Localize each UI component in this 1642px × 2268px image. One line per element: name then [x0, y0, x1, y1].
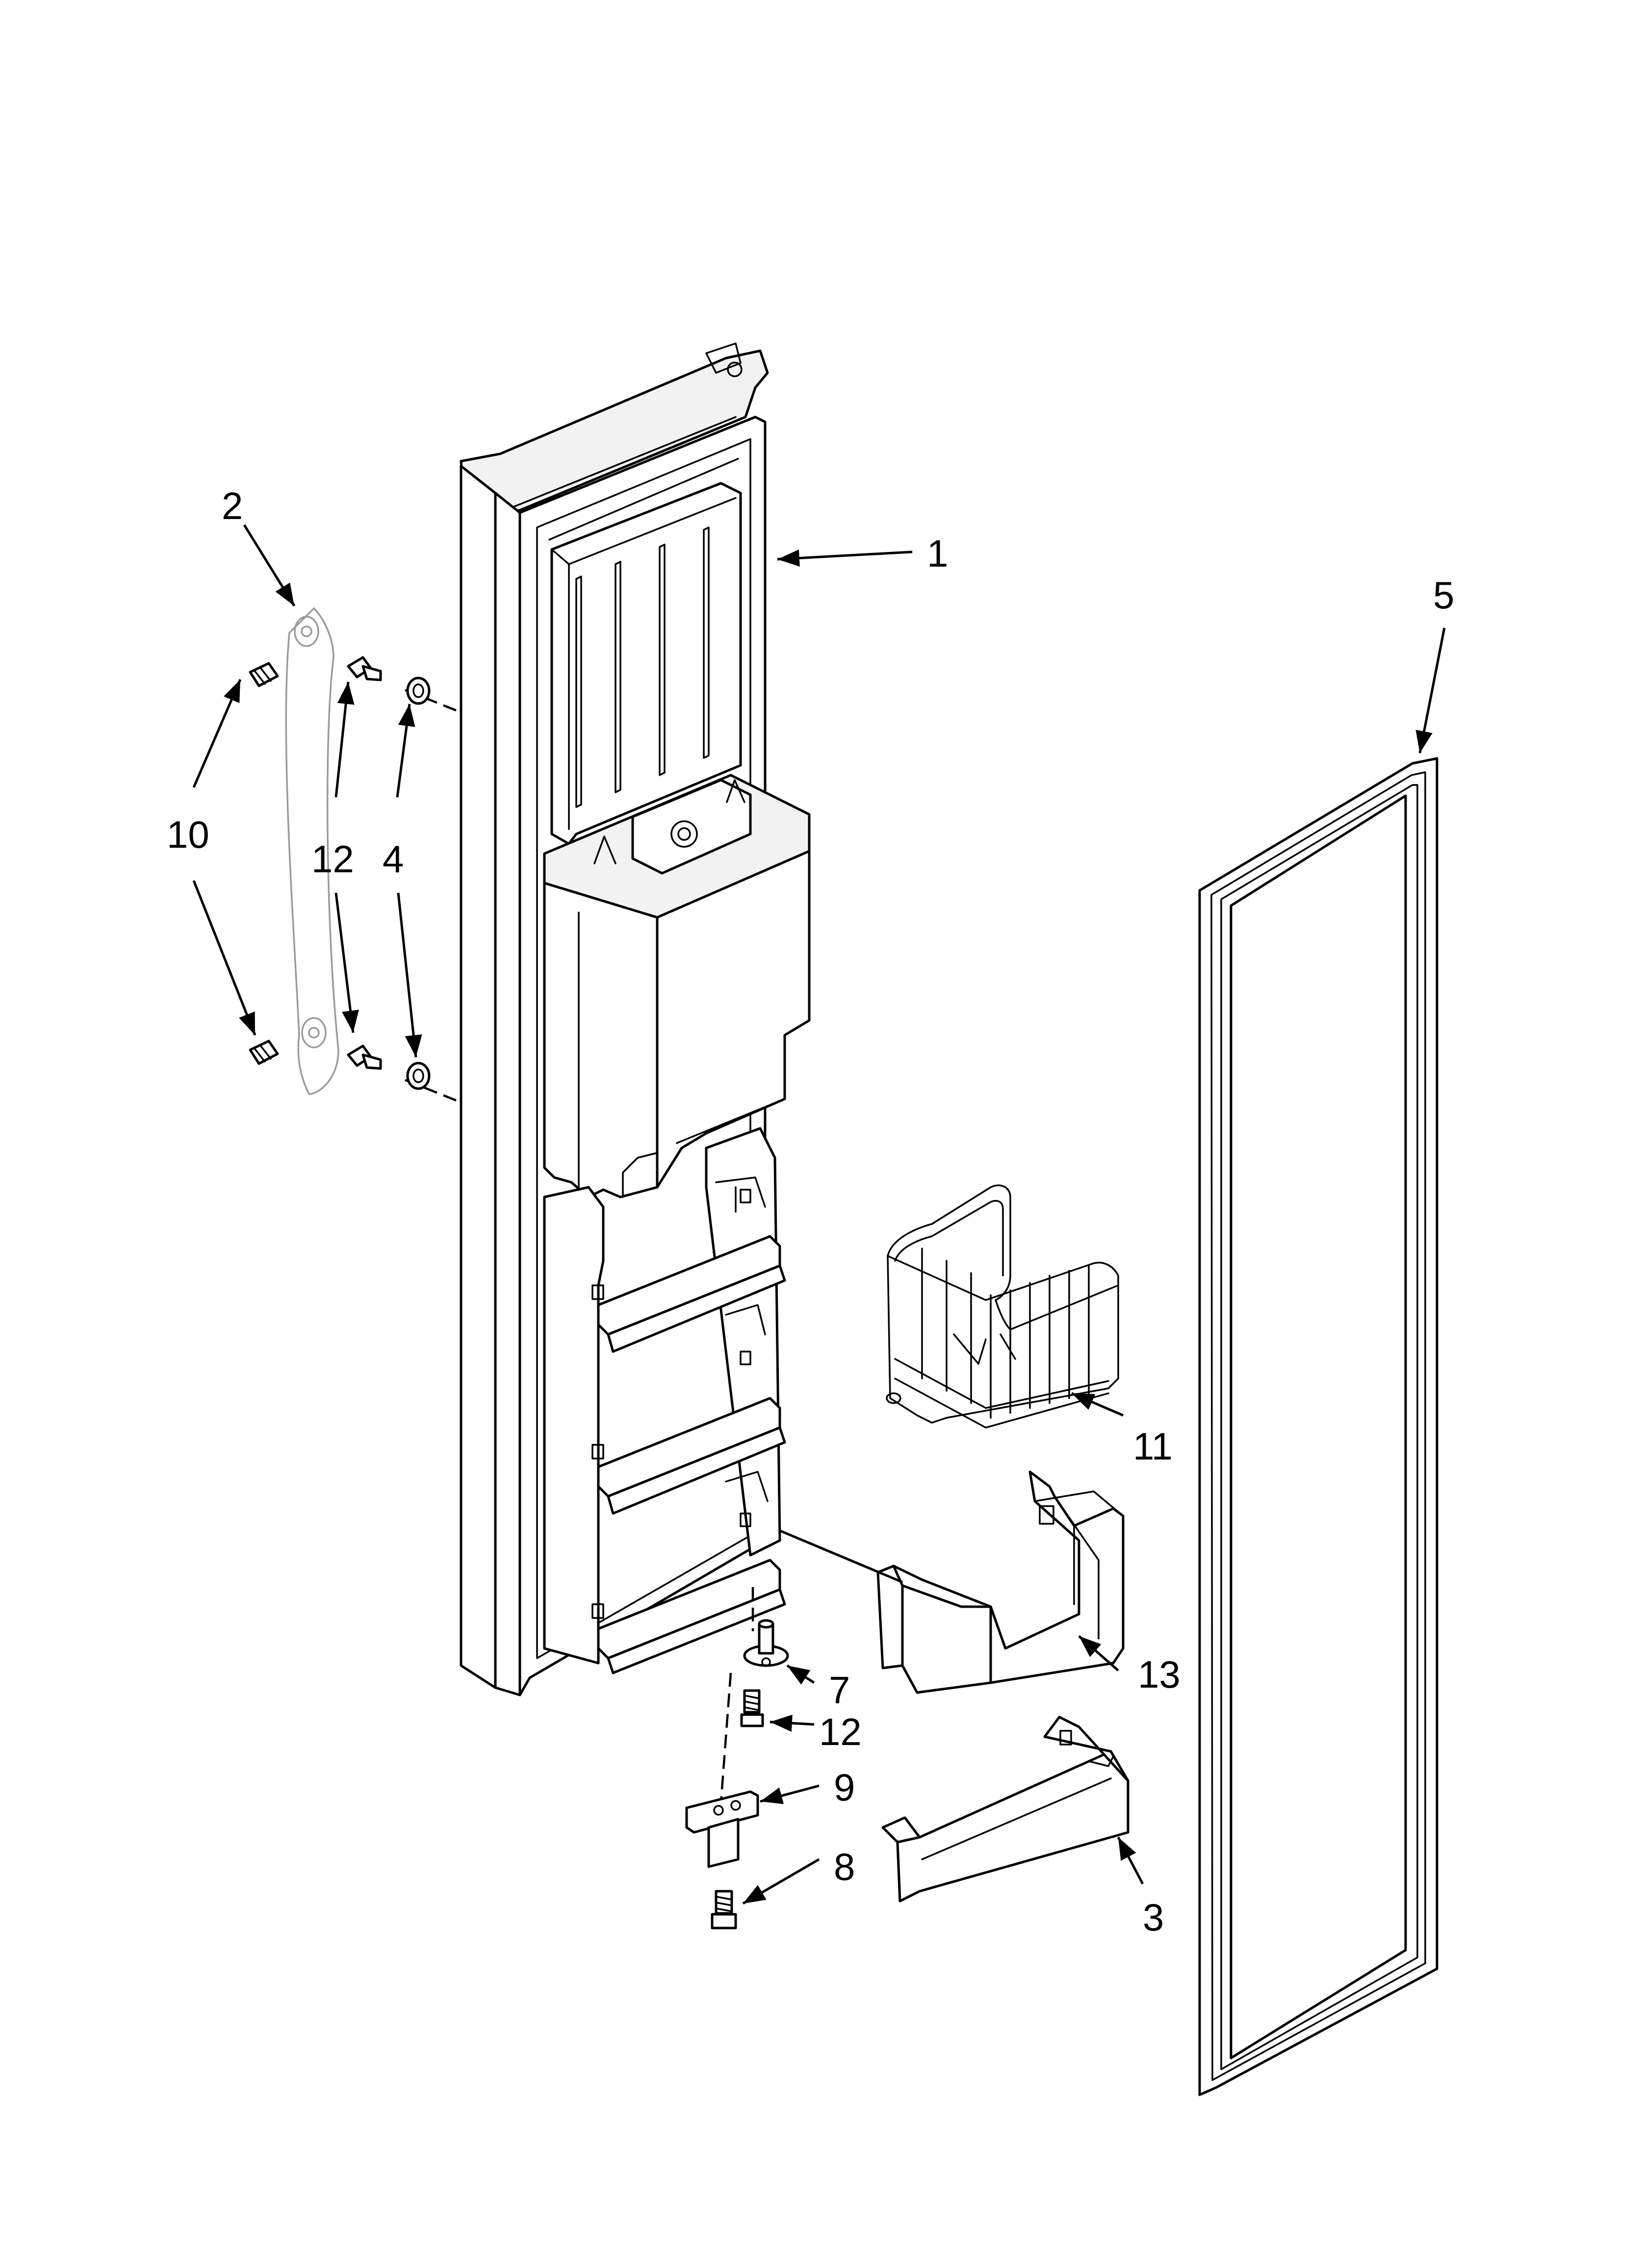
callout-spacer: 4: [383, 837, 404, 881]
hinge-screw-part: [711, 1890, 737, 1929]
callout-handle-screw: 12: [311, 837, 354, 881]
callout-handle-stud: 10: [167, 813, 209, 856]
handle-part: [285, 607, 339, 1095]
shelf-bin-part: [779, 1470, 1125, 1694]
wire-basket-part: [886, 1184, 1119, 1429]
callout-handle: 2: [222, 484, 243, 527]
callout-door-bin: 3: [1143, 1896, 1164, 1939]
door-part: [460, 342, 811, 1696]
callout-gasket: 5: [1433, 574, 1454, 617]
hinge-pin-screw-part: [740, 1689, 764, 1727]
callout-hinge-screw: 8: [834, 1845, 855, 1888]
door-bin-part: [881, 1716, 1129, 1903]
callout-wire-basket: 11: [1133, 1425, 1173, 1468]
gasket-part: [1198, 757, 1438, 2096]
spacer-part: [406, 677, 431, 1090]
handle-screw-part: [347, 656, 382, 1070]
callout-door: 1: [927, 532, 948, 575]
callout-hinge-pin: 7: [829, 1668, 850, 1712]
hinge-pin-part: [743, 1619, 789, 1667]
callout-hinge-pin-screw: 12: [819, 1710, 862, 1753]
hinge-bracket-part: [685, 1790, 759, 1868]
callout-hinge-bracket: 9: [834, 1766, 855, 1809]
callout-shelf-bin: 13: [1138, 1653, 1180, 1696]
leader-lines: [192, 524, 1446, 1905]
handle-stud-part: [249, 662, 279, 1065]
